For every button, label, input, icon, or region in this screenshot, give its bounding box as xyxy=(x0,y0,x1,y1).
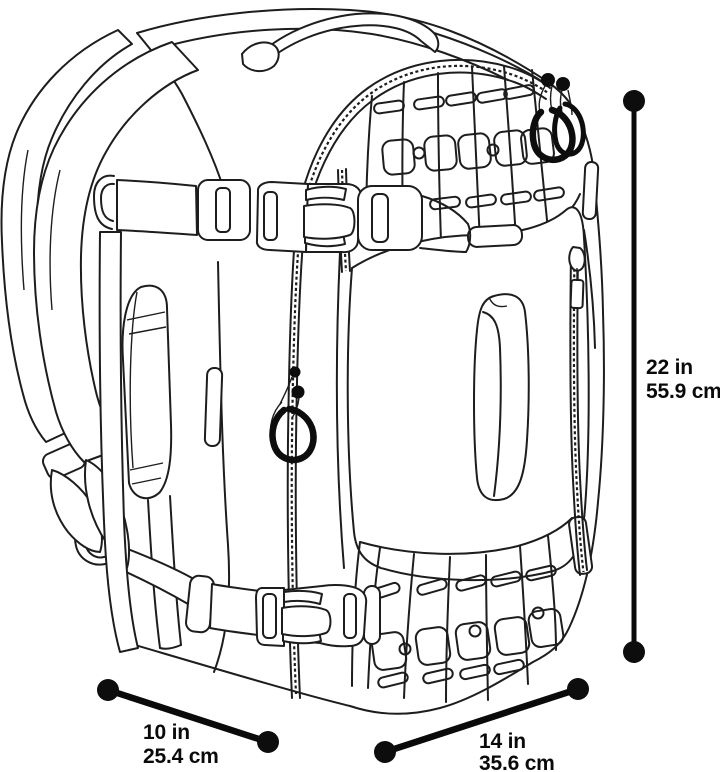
top-compression-strap xyxy=(93,174,472,254)
side-release-buckle-bottom xyxy=(255,583,381,648)
molle-slots-row1 xyxy=(373,84,535,115)
depth-label-inches: 10 in xyxy=(143,721,190,744)
width-dimension-line xyxy=(383,685,580,756)
grommet xyxy=(531,606,545,620)
shoulder-straps xyxy=(0,29,199,653)
grommet xyxy=(486,143,500,157)
front-carry-handle xyxy=(473,293,530,502)
dimension-annotations: 22 in 55.9 cm 10 in 25.4 cm 14 in 35.6 c… xyxy=(97,90,720,772)
height-label-centimeters: 55.9 cm xyxy=(646,380,720,403)
height-dimension-endpoint-bottom xyxy=(623,641,645,663)
width-label-centimeters: 35.6 cm xyxy=(479,752,555,772)
width-label-inches: 14 in xyxy=(479,730,526,753)
panel-top-tab xyxy=(466,224,524,248)
grommet xyxy=(468,624,482,638)
side-release-buckle-top xyxy=(255,181,423,254)
hanging-webbing xyxy=(98,231,139,653)
molle-bottom-slots-row3 xyxy=(377,658,525,689)
zipper-pull-loop xyxy=(269,366,317,464)
width-dimension-endpoint-left xyxy=(374,741,396,763)
inner-shoulder-strap xyxy=(33,41,199,463)
molle-slots-row2 xyxy=(381,127,555,176)
grommet xyxy=(412,146,426,160)
molle-bottom-slots-row2 xyxy=(370,606,565,671)
side-zipper xyxy=(568,246,588,576)
right-edge xyxy=(568,161,600,576)
depth-dimension-endpoint-left xyxy=(97,679,119,701)
depth-dimension-endpoint-right xyxy=(257,731,279,753)
depth-dimension-line xyxy=(106,686,270,746)
width-dimension: 14 in 35.6 cm xyxy=(374,678,589,772)
carabiner-loop xyxy=(529,73,586,163)
side-strap xyxy=(121,284,173,500)
height-dimension-endpoint-top xyxy=(623,90,645,112)
height-label-inches: 22 in xyxy=(646,356,693,379)
depth-dimension: 10 in 25.4 cm xyxy=(97,679,279,768)
front-panel xyxy=(335,206,590,582)
depth-label-centimeters: 25.4 cm xyxy=(143,745,219,768)
side-tab-upper xyxy=(581,161,600,221)
attachment-loops xyxy=(269,73,586,464)
top-handle xyxy=(241,12,547,85)
side-seam-tab xyxy=(203,367,224,448)
strap-pad-tip xyxy=(49,469,103,553)
outer-shoulder-strap xyxy=(0,29,133,443)
grommet xyxy=(398,642,412,656)
height-dimension: 22 in 55.9 cm xyxy=(623,90,720,663)
d-ring xyxy=(93,174,115,230)
side-zipper-pull xyxy=(568,246,586,310)
strap-slider xyxy=(197,179,251,241)
width-dimension-endpoint-right xyxy=(567,678,589,700)
